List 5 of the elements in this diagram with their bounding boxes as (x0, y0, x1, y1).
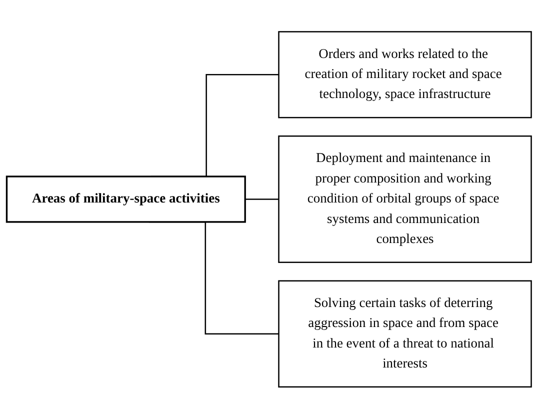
node-box: Orders and works related to the creation of military rocket and space technology, space infrastructure (278, 31, 532, 118)
node-box: Areas of military-space activities (6, 176, 246, 223)
node-box: Solving certain tasks of deterring aggression in space and from space in the event of a threat to national interests (278, 280, 532, 388)
node-box: Deployment and maintenance in proper composition and working condition of orbital groups of space systems and communication complexes (278, 136, 532, 264)
connector (245, 198, 279, 200)
